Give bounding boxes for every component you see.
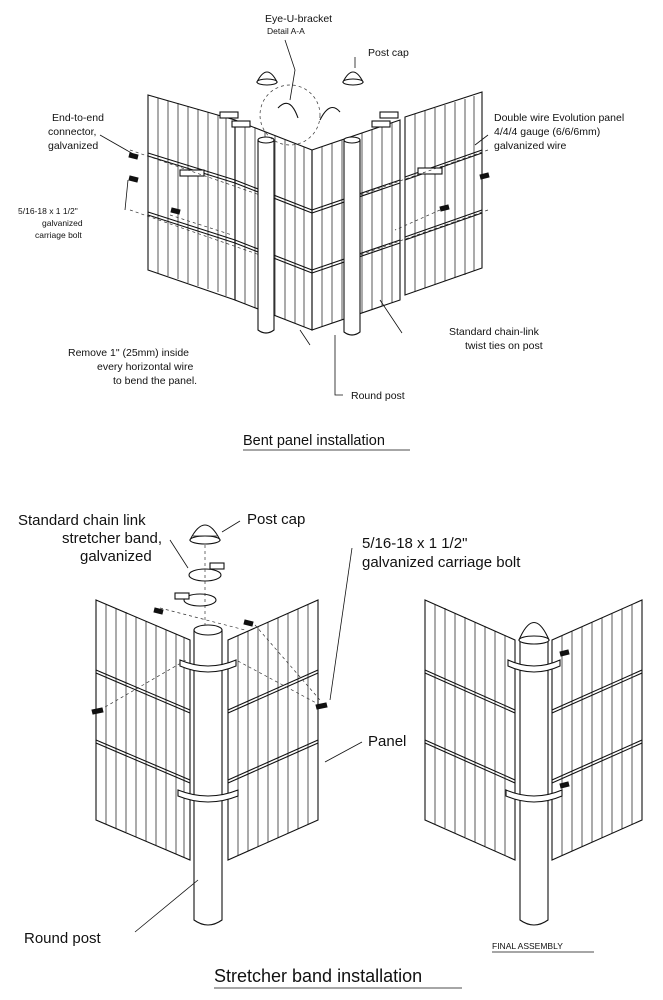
stretcher-band-icon — [174, 562, 225, 607]
bolt-label-3: carriage bolt — [35, 230, 82, 240]
remove-label-2: every horizontal wire — [97, 361, 193, 373]
round-post-assembled — [505, 621, 570, 926]
panel-label: Panel — [368, 733, 406, 750]
stretcher-band-label-1: Standard chain link — [18, 512, 146, 529]
left-wire-panel-3 — [424, 599, 516, 861]
left-wire-panel — [147, 94, 236, 301]
twist-ties-label-1: Standard chain-link — [449, 326, 540, 338]
round-post-label: Round post — [351, 390, 405, 402]
bolt-label-2: galvanized — [42, 218, 83, 228]
bolt-icon-2 — [91, 607, 328, 715]
end-connector-label-1: End-to-end — [52, 112, 104, 124]
post-cap-icon-2 — [189, 524, 221, 545]
end-connector-label-2: connector, — [48, 126, 96, 138]
end-connector-label-3: galvanized — [48, 140, 98, 152]
round-post-left — [257, 136, 275, 334]
remove-label-1: Remove 1" (25mm) inside — [68, 347, 189, 359]
bolt-label-bottom-2: galvanized carriage bolt — [362, 554, 521, 571]
twist-ties-label-2: twist ties on post — [465, 340, 543, 352]
detail-circle — [259, 84, 321, 146]
final-assembly-label: FINAL ASSEMBLY — [492, 941, 563, 951]
right-wire-panel-2 — [227, 599, 319, 861]
remove-label-3: to bend the panel. — [113, 375, 197, 387]
stretcher-band-title: Stretcher band installation — [214, 966, 422, 986]
stretcher-band-label-2: stretcher band, — [62, 530, 162, 547]
round-post — [177, 624, 239, 926]
post-cap-label: Post cap — [368, 47, 409, 59]
left-wire-panel-2 — [95, 599, 191, 861]
detail-label: Detail A-A — [267, 26, 305, 36]
bolt-icon — [128, 152, 490, 215]
final-assembly-drawing — [424, 599, 643, 926]
bolt-label-1: 5/16-18 x 1 1/2" — [18, 206, 78, 216]
double-wire-label-2: 4/4/4 gauge (6/6/6mm) — [494, 126, 600, 138]
round-post-right — [343, 136, 361, 336]
bolt-label-bottom-1: 5/16-18 x 1 1/2" — [362, 535, 467, 552]
right-wire-panel-3 — [551, 599, 643, 861]
round-post-label-2: Round post — [24, 930, 102, 947]
bent-panel-title: Bent panel installation — [243, 433, 385, 449]
connector-icon — [179, 111, 443, 177]
double-wire-label-3: galvanized wire — [494, 140, 567, 152]
stretcher-band-drawing — [91, 520, 363, 933]
eye-u-bracket-label: Eye-U-bracket — [265, 13, 332, 25]
double-wire-label-1: Double wire Evolution panel — [494, 112, 624, 124]
right-wire-panel — [404, 91, 483, 296]
stretcher-band-label-3: galvanized — [80, 548, 152, 565]
bent-panel-drawing — [99, 39, 490, 396]
eye-u-bracket-icon — [277, 102, 341, 121]
post-cap-label-2: Post cap — [247, 511, 305, 528]
post-cap-icon — [256, 71, 364, 86]
